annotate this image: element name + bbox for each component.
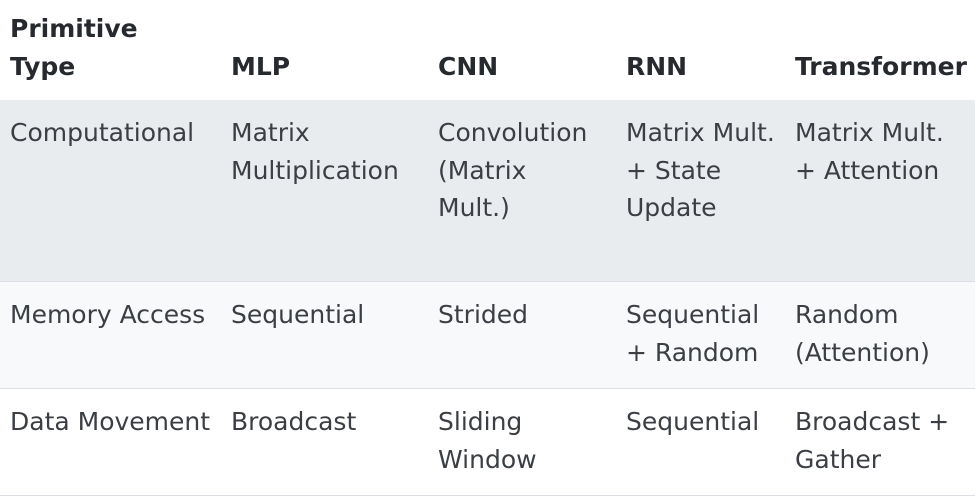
header-mlp: MLP <box>221 0 428 100</box>
table-cell: Broadcast + Gather <box>785 388 975 496</box>
table-cell: Matrix Mult. + Attention <box>785 100 975 282</box>
table-cell: Matrix Mult. + State Update <box>616 100 785 282</box>
row-label: Computational <box>0 100 221 282</box>
table-cell: Sliding Window <box>428 388 616 496</box>
table-body: Computational Matrix Multiplication Conv… <box>0 100 975 496</box>
table-cell: Sequential + Random <box>616 281 785 389</box>
table-row: Data Movement Broadcast Sliding Window S… <box>0 388 975 496</box>
header-cnn: CNN <box>428 0 616 100</box>
header-primitive-type: Primitive Type <box>0 0 221 100</box>
table-cell: Sequential <box>221 281 428 389</box>
row-label: Memory Access <box>0 281 221 389</box>
header-rnn: RNN <box>616 0 785 100</box>
table-row: Computational Matrix Multiplication Conv… <box>0 100 975 282</box>
row-label: Data Movement <box>0 388 221 496</box>
table-cell: Strided <box>428 281 616 389</box>
header-transformer: Transformer <box>785 0 975 100</box>
table-cell: Broadcast <box>221 388 428 496</box>
table-cell: Sequential <box>616 388 785 496</box>
table-cell: Convolution (Matrix Mult.) <box>428 100 616 282</box>
table-cell: Matrix Multiplication <box>221 100 428 282</box>
table-header: Primitive Type MLP CNN RNN Transformer <box>0 0 975 100</box>
table-cell: Random (Attention) <box>785 281 975 389</box>
table-row: Memory Access Sequential Strided Sequent… <box>0 281 975 389</box>
header-row: Primitive Type MLP CNN RNN Transformer <box>0 0 975 100</box>
